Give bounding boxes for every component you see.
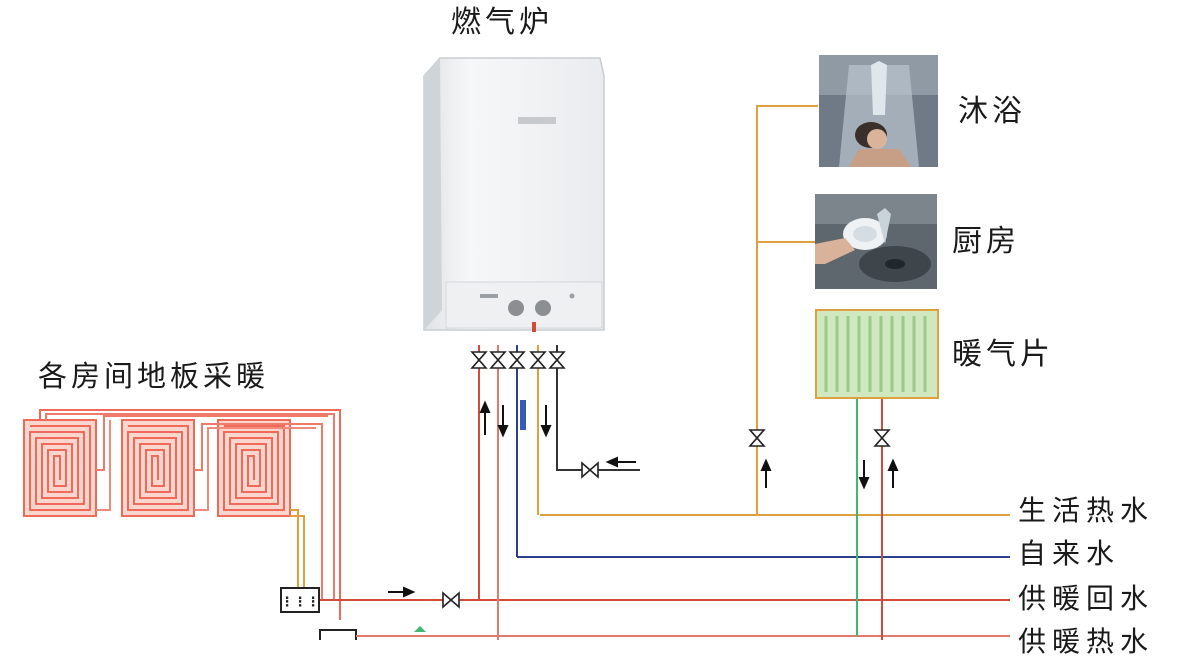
boiler-label: 燃气炉 [451,5,553,40]
valve-3 [508,351,526,369]
boiler-knob-right [535,300,551,316]
svg-text:⋮⋮⋮: ⋮⋮⋮ [281,595,320,610]
valve-4 [529,351,547,369]
radiator [815,309,939,399]
pipe-network: ⋮⋮⋮ [23,57,1010,640]
valve-hot-water [748,429,766,447]
floor-heating-label: 各房间地板采暖 [38,359,270,393]
floor-heating-coils [23,409,341,620]
heating-system-diagram: ⋮⋮⋮ [23,5,1155,656]
boiler-badge [518,117,556,124]
shower-photo [819,55,938,167]
flow-arrows [388,400,899,598]
shower-label: 沐浴 [958,94,1026,129]
tap-water-indicator [520,400,526,430]
gas-boiler [423,57,605,332]
valve-gas [581,461,599,479]
tap-water-label: 自来水 [1018,537,1121,570]
heating-supply-label: 供暖热水 [1018,625,1155,658]
radiator-label: 暖气片 [952,337,1054,372]
valve-return [442,591,460,609]
floor-coil-1 [23,419,97,517]
boiler-control-panel [445,281,603,329]
valves [442,351,891,609]
valve-1 [470,351,488,369]
kitchen-label: 厨房 [952,224,1020,259]
manifold-return: ⋮⋮⋮ [280,587,320,613]
kitchen-photo [815,194,937,289]
heating-return-label: 供暖回水 [1018,582,1155,615]
valve-5 [548,351,566,369]
boiler-pipes [478,345,640,640]
boiler-knob-left [508,300,524,316]
hot-water-label: 生活热水 [1018,494,1155,527]
supply-marker [414,626,426,632]
valve-2 [489,351,507,369]
floor-coil-2 [121,419,195,517]
floor-coil-3 [217,419,291,517]
valve-radiator [873,429,891,447]
manifold-supply [319,629,357,640]
